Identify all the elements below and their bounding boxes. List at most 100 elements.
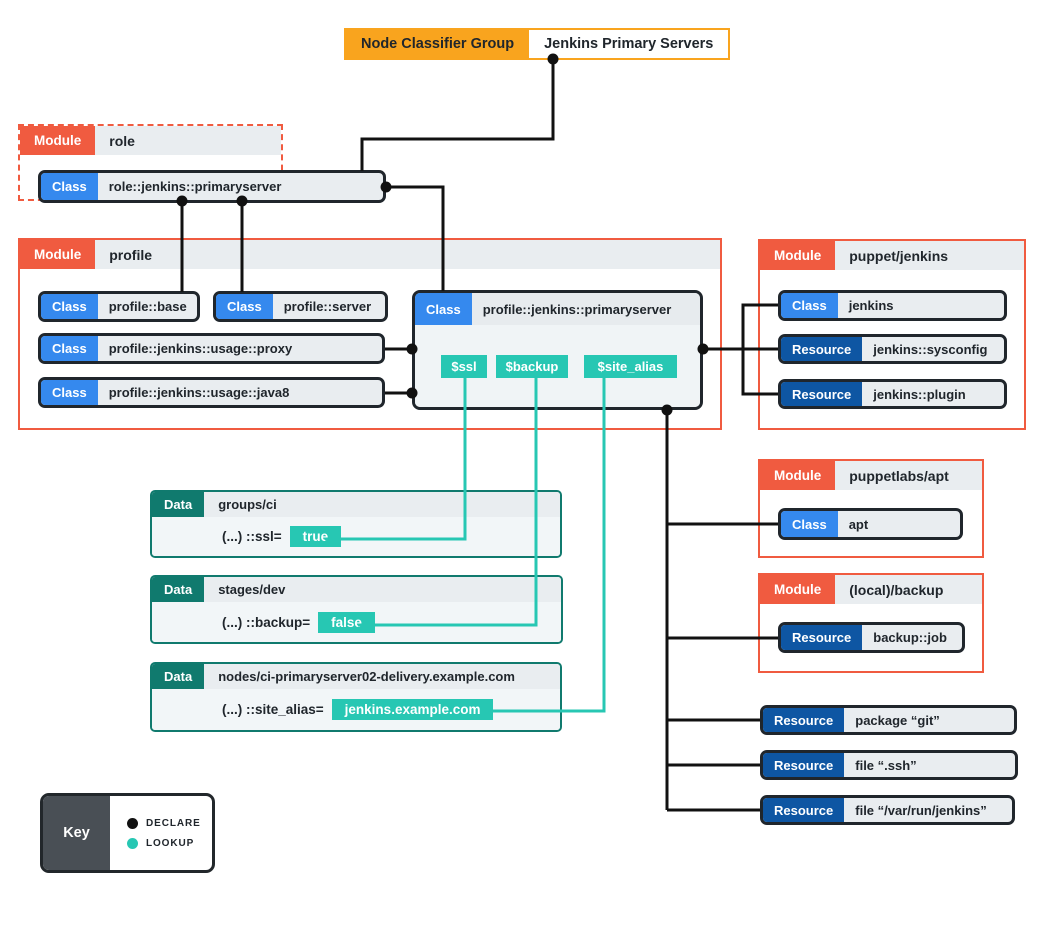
class-name: profile::base <box>108 299 187 314</box>
class-name: jenkins <box>848 298 894 313</box>
node-classifier-group: Node Classifier Group Jenkins Primary Se… <box>344 28 731 60</box>
data-groups-ci: Data groups/ci (...) ::ssl= true <box>150 490 562 558</box>
module-role: Module role <box>18 124 283 201</box>
data-header: Data stages/dev <box>152 577 561 602</box>
legend-key: Key DECLARE LOOKUP <box>40 793 215 873</box>
data-value-backup: false <box>318 611 375 633</box>
resource-tag: Resource <box>763 798 845 822</box>
class-tag: Class <box>41 336 98 361</box>
legend-item-declare: DECLARE <box>127 817 212 829</box>
class-profile-server: Class profile::server <box>213 291 388 322</box>
legend-lookup-label: LOOKUP <box>146 837 195 849</box>
resource-file-var-run-jenkins: Resource file “/var/run/jenkins” <box>760 795 1015 825</box>
module-puppet-jenkins-header: Module puppet/jenkins <box>760 241 1024 270</box>
resource-name: jenkins::sysconfig <box>873 341 988 357</box>
class-tag: Class <box>41 380 98 405</box>
class-tag: Class <box>216 294 273 319</box>
data-nodes-ci-primaryserver02: Data nodes/ci-primaryserver02-delivery.e… <box>150 662 562 732</box>
data-value-ssl: true <box>289 526 342 547</box>
resource-name: package “git” <box>855 712 940 728</box>
resource-tag: Resource <box>781 625 863 650</box>
data-file-name: nodes/ci-primaryserver02-delivery.exampl… <box>204 664 560 689</box>
lookup-dot-icon <box>127 837 138 849</box>
param-backup: $backup <box>496 355 568 378</box>
legend-key-label: Key <box>43 796 110 870</box>
class-profile-jenkins-usage-proxy: Class profile::jenkins::usage::proxy <box>38 333 385 364</box>
data-file-name: stages/dev <box>204 577 561 602</box>
class-name: apt <box>848 516 869 532</box>
class-tag: Class <box>415 293 472 325</box>
resource-name: backup::job <box>873 630 947 645</box>
resource-jenkins-sysconfig: Resource jenkins::sysconfig <box>778 334 1007 364</box>
module-puppetlabs-apt-header: Module puppetlabs/apt <box>760 461 982 490</box>
resource-file-ssh: Resource file “.ssh” <box>760 750 1018 780</box>
module-profile-name: profile <box>95 240 720 269</box>
module-tag: Module <box>20 240 96 269</box>
data-body: (...) ::site_alias= jenkins.example.com <box>152 689 560 730</box>
node-classifier-label: Node Classifier Group <box>346 30 530 58</box>
class-name: role::jenkins::primaryserver <box>108 179 282 194</box>
class-name: profile::jenkins::usage::proxy <box>108 341 293 356</box>
data-expr: (...) ::site_alias= <box>222 702 324 717</box>
data-stages-dev: Data stages/dev (...) ::backup= false <box>150 575 563 644</box>
data-body: (...) ::ssl= true <box>152 517 560 556</box>
resource-name: file “/var/run/jenkins” <box>855 802 987 818</box>
resource-name: jenkins::plugin <box>873 386 966 402</box>
legend-item-lookup: LOOKUP <box>127 837 212 849</box>
module-tag: Module <box>20 126 96 155</box>
data-header: Data nodes/ci-primaryserver02-delivery.e… <box>152 664 560 689</box>
class-tag: Class <box>781 511 838 537</box>
module-local-backup-name: (local)/backup <box>835 575 982 604</box>
resource-package-git: Resource package “git” <box>760 705 1017 735</box>
class-header: Class profile::jenkins::primaryserver <box>415 293 700 325</box>
data-tag: Data <box>152 492 205 517</box>
data-tag: Data <box>152 664 205 689</box>
class-name: profile::jenkins::usage::java8 <box>108 385 290 400</box>
data-expr: (...) ::backup= <box>222 614 311 630</box>
legend-items: DECLARE LOOKUP <box>110 796 212 870</box>
resource-backup-job: Resource backup::job <box>778 622 965 653</box>
module-puppet-jenkins: Module puppet/jenkins <box>758 239 1026 430</box>
class-role-jenkins-primaryserver: Class role::jenkins::primaryserver <box>38 170 386 203</box>
class-name: profile::server <box>283 299 372 314</box>
class-tag: Class <box>41 173 98 200</box>
data-body: (...) ::backup= false <box>152 602 561 642</box>
class-name: profile::jenkins::primaryserver <box>471 293 700 325</box>
module-role-name: role <box>95 126 281 155</box>
class-apt: Class apt <box>778 508 963 540</box>
module-tag: Module <box>760 241 836 270</box>
resource-tag: Resource <box>781 382 863 406</box>
class-jenkins: Class jenkins <box>778 290 1007 321</box>
module-role-header: Module role <box>20 126 281 155</box>
data-file-name: groups/ci <box>204 492 560 517</box>
resource-jenkins-plugin: Resource jenkins::plugin <box>778 379 1007 409</box>
class-profile-base: Class profile::base <box>38 291 200 322</box>
module-puppetlabs-apt-name: puppetlabs/apt <box>835 461 982 490</box>
resource-name: file “.ssh” <box>855 757 917 773</box>
param-site-alias: $site_alias <box>584 355 677 378</box>
module-puppetlabs-apt: Module puppetlabs/apt <box>758 459 984 558</box>
class-tag: Class <box>41 294 98 319</box>
module-tag: Module <box>760 461 836 490</box>
declare-dot-icon <box>127 817 138 829</box>
module-local-backup: Module (local)/backup <box>758 573 984 673</box>
resource-tag: Resource <box>781 337 863 361</box>
class-params-body: $ssl $backup $site_alias <box>415 325 700 407</box>
data-header: Data groups/ci <box>152 492 560 517</box>
param-ssl: $ssl <box>441 355 487 378</box>
module-puppet-jenkins-name: puppet/jenkins <box>835 241 1024 270</box>
data-value-site-alias: jenkins.example.com <box>331 699 494 720</box>
module-profile-header: Module profile <box>20 240 720 269</box>
resource-tag: Resource <box>763 753 845 777</box>
edge-classifier-to-role <box>360 59 555 171</box>
module-tag: Module <box>760 575 836 604</box>
node-classifier-value: Jenkins Primary Servers <box>529 30 729 58</box>
data-expr: (...) ::ssl= <box>222 529 282 544</box>
module-local-backup-header: Module (local)/backup <box>760 575 982 604</box>
class-tag: Class <box>781 293 838 318</box>
class-profile-jenkins-usage-java8: Class profile::jenkins::usage::java8 <box>38 377 385 408</box>
resource-tag: Resource <box>763 708 845 732</box>
legend-declare-label: DECLARE <box>146 817 201 829</box>
data-tag: Data <box>152 577 205 602</box>
